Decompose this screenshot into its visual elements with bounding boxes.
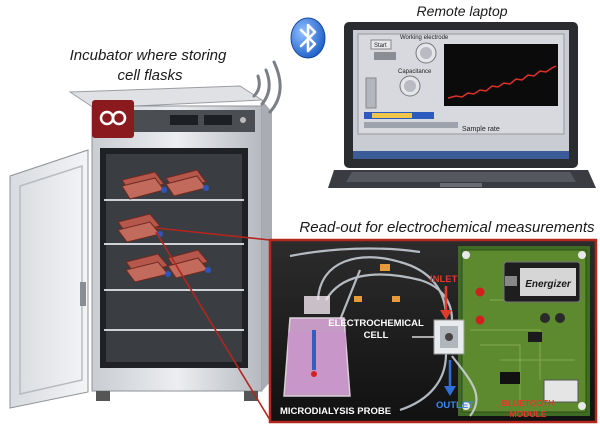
cell-flask — [117, 213, 163, 243]
screen-capacitance-label: Capacitance — [398, 69, 432, 75]
label-electrochemical-cell-line1: ELECTROCHEMICAL — [328, 318, 424, 329]
bluetooth-module-chip — [543, 379, 579, 403]
bluetooth-icon — [290, 17, 326, 59]
incubator — [9, 85, 272, 409]
screen-plot-line — [447, 65, 557, 99]
label-outlet: OUTLET — [436, 400, 474, 411]
caption-laptop: Remote laptop — [416, 3, 507, 19]
caption-readout: Read-out for electrochemical measurement… — [299, 219, 595, 236]
connector-red — [475, 315, 485, 325]
screen-sample-rate-label: Sample rate — [462, 126, 500, 133]
screen-start-label: Start — [374, 43, 387, 49]
incubator-door — [9, 149, 89, 409]
callout-connector — [155, 227, 271, 421]
battery: Energizer — [503, 261, 581, 303]
outlet-arrow — [444, 360, 456, 396]
microdialysis-probe — [312, 330, 316, 370]
tubing — [289, 247, 478, 417]
wifi-waves-icon — [252, 60, 282, 114]
microdialysis-bottle — [283, 296, 351, 397]
incubator-shelves — [104, 199, 244, 331]
laptop: Start Working electrode Capacitance Samp… — [328, 22, 596, 188]
screen-working-electrode-label: Working electrode — [400, 35, 449, 41]
chip — [500, 372, 520, 384]
cell-flask — [121, 171, 167, 200]
battery-brand: Energizer — [525, 279, 572, 290]
electrochemical-cell — [433, 319, 465, 355]
label-electrochemical-cell-line2: CELL — [364, 330, 389, 341]
inlet-arrow — [440, 286, 452, 320]
connector-red — [475, 287, 485, 297]
caption-incubator-line2: cell flasks — [117, 67, 183, 84]
label-microdialysis-probe: MICRODIALYSIS PROBE — [280, 406, 391, 417]
caption-incubator-line1: Incubator where storing — [70, 47, 227, 64]
label-inlet: INLET — [430, 274, 458, 285]
cell-flasks — [117, 169, 211, 283]
cell-flask — [165, 169, 209, 197]
label-bluetooth-module-line2: MODULE — [510, 409, 547, 419]
readout-photo: Energizer — [268, 238, 598, 424]
label-bluetooth-module-line1: BLUETOOTH — [502, 398, 555, 408]
cell-flask — [167, 249, 211, 279]
